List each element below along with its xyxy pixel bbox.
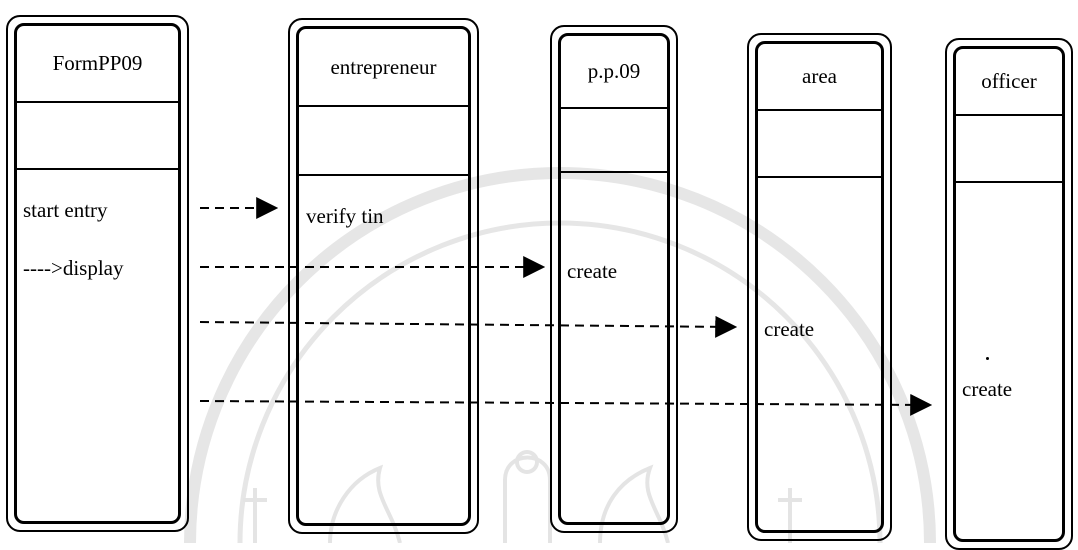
operation-create-area: create <box>764 317 815 341</box>
operation-display: ---->display <box>23 256 124 280</box>
operation-verify-tin: verify tin <box>306 204 384 228</box>
class-area-name: area <box>758 44 881 111</box>
class-entrepreneur-name: entrepreneur <box>299 29 468 107</box>
class-pp09: p.p.09 create <box>550 25 678 533</box>
arrow-to-officer <box>199 393 933 416</box>
stray-dot <box>986 357 989 360</box>
class-officer-attributes <box>956 116 1062 183</box>
arrow-to-area <box>199 315 738 338</box>
operation-create-officer: create <box>962 377 1013 401</box>
class-officer-name: officer <box>956 49 1062 116</box>
class-formpp09-name: FormPP09 <box>17 26 178 103</box>
operation-create-pp09: create <box>567 259 618 283</box>
class-formpp09-attributes <box>17 103 178 170</box>
class-area: area create <box>747 33 892 541</box>
class-formpp09: FormPP09 start entry ---->display <box>6 15 189 532</box>
class-entrepreneur-attributes <box>299 107 468 176</box>
class-pp09-name: p.p.09 <box>561 36 667 109</box>
operation-start-entry: start entry <box>23 198 108 222</box>
class-officer: officer create <box>945 38 1073 550</box>
class-pp09-attributes <box>561 109 667 173</box>
class-area-attributes <box>758 111 881 178</box>
class-entrepreneur: entrepreneur verify tin <box>288 18 479 534</box>
